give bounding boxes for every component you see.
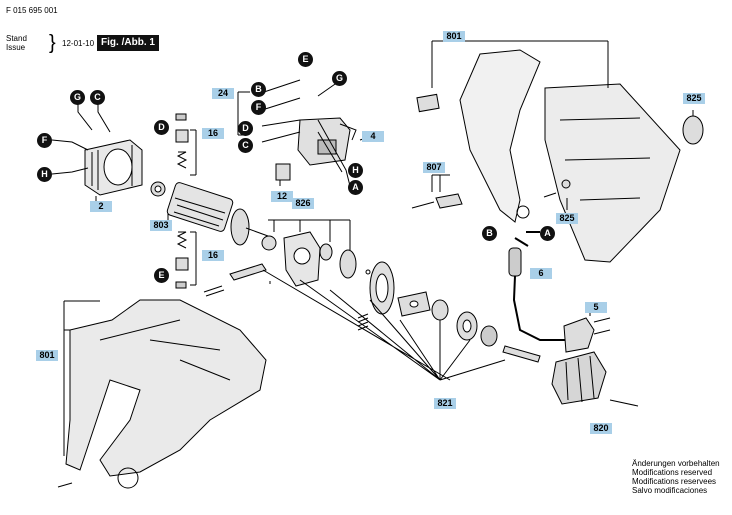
part-2-tag: 2 bbox=[90, 201, 112, 212]
modification-notes: Änderungen vorbehalten Modifications res… bbox=[632, 459, 720, 495]
part-16-top-tag: 16 bbox=[202, 128, 224, 139]
note-fr: Modifications reservees bbox=[632, 477, 717, 486]
part-821-tag: 821 bbox=[434, 398, 456, 409]
part-801-left-tag: 801 bbox=[36, 350, 58, 361]
part-825-tag: 825 bbox=[683, 93, 705, 104]
connector-f-mid: F bbox=[251, 100, 266, 115]
part-24-tag: 24 bbox=[212, 88, 234, 99]
part-4-tag: 4 bbox=[362, 131, 384, 142]
housing-left-part bbox=[65, 299, 267, 489]
part-807-tag: 807 bbox=[423, 162, 445, 173]
issue-date: 12-01-10 bbox=[62, 39, 95, 48]
figure-badge: Fig. /Abb. 1 bbox=[97, 35, 159, 51]
housing-right-part bbox=[459, 49, 681, 263]
armature-part bbox=[166, 182, 277, 251]
note-en: Modifications reserved bbox=[632, 468, 713, 477]
connector-a-cable: A bbox=[540, 226, 555, 241]
connector-d-mid: D bbox=[238, 121, 253, 136]
connector-b-cable: B bbox=[482, 226, 497, 241]
connector-d-brush: D bbox=[154, 120, 169, 135]
brace-glyph: } bbox=[49, 32, 56, 54]
part-826-tag: 826 bbox=[292, 198, 314, 209]
connector-c-mid: C bbox=[238, 138, 253, 153]
connector-e-brush: E bbox=[154, 268, 169, 283]
note-es: Salvo modificaciones bbox=[632, 486, 708, 495]
field-coil-part bbox=[84, 139, 143, 196]
connector-h-left: H bbox=[37, 167, 52, 182]
part-16-bottom-tag: 16 bbox=[202, 250, 224, 261]
connector-e-top: E bbox=[298, 52, 313, 67]
note-de: Änderungen vorbehalten bbox=[632, 459, 720, 468]
part-5-tag: 5 bbox=[585, 302, 607, 313]
connector-g-left: G bbox=[70, 90, 85, 105]
gear-housing-part bbox=[283, 231, 357, 287]
drive-gear-part bbox=[369, 261, 395, 315]
connector-g-top: G bbox=[332, 71, 347, 86]
part-6-tag: 6 bbox=[530, 268, 552, 279]
connector-f-left: F bbox=[37, 133, 52, 148]
part-825-screw-tag: 825 bbox=[556, 213, 578, 224]
part-12-tag: 12 bbox=[271, 191, 293, 202]
stand-label: Stand bbox=[6, 34, 27, 43]
part-801-top-tag: 801 bbox=[443, 31, 465, 42]
part-803-tag: 803 bbox=[150, 220, 172, 231]
connector-h-mid: H bbox=[348, 163, 363, 178]
connector-a-mid: A bbox=[348, 180, 363, 195]
chuck-part bbox=[551, 351, 639, 407]
switch-part bbox=[275, 117, 357, 181]
issue-label: Issue bbox=[6, 43, 26, 52]
part-820-tag: 820 bbox=[590, 423, 612, 434]
connector-b-top: B bbox=[251, 82, 266, 97]
connector-c-left: C bbox=[90, 90, 105, 105]
doc-number: F 015 695 001 bbox=[6, 6, 58, 15]
